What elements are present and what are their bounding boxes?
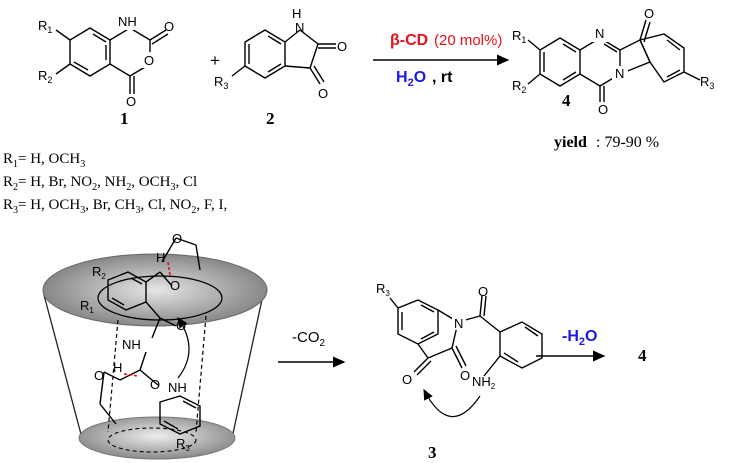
atom-o: O [144, 53, 154, 68]
atom-o: O [94, 368, 104, 383]
atom-o: O [598, 102, 608, 117]
atom-o: O [172, 231, 182, 246]
atom-nh: NH [122, 337, 141, 352]
atom-h: H [113, 360, 122, 375]
atom-o: O [644, 6, 654, 21]
catalyst-loading: (20 mol%) [434, 32, 502, 49]
compound-1-label: 1 [120, 109, 129, 128]
compound-2-label: 2 [266, 109, 275, 128]
atom-r3: R3 [700, 74, 714, 91]
atom-o: O [164, 19, 174, 34]
compound-1-structure: NH O O O R1 R2 [38, 14, 174, 109]
conditions-rt: , rt [432, 69, 453, 86]
catalyst-text: β-CD [390, 32, 428, 49]
intermediate-3-label: 3 [428, 443, 437, 462]
atom-nh: NH [118, 14, 137, 29]
cd-top-rim [42, 253, 268, 327]
yield-value: : 79-90 % [596, 134, 659, 151]
atom-o: O [460, 368, 470, 383]
intermediate-3-structure: R3 N O O O NH2 [376, 281, 543, 418]
cd-bottom-rim [78, 416, 236, 460]
atom-o: O [150, 377, 160, 392]
atom-r1: R1 [512, 28, 526, 45]
atom-o: O [126, 94, 136, 109]
atom-r3: R3 [214, 74, 228, 91]
step2-reagent: -H2O [562, 328, 597, 348]
atom-r3: R3 [376, 281, 390, 298]
atom-nh: NH [168, 380, 187, 395]
r1-definition: R1= H, OCH3 [3, 151, 85, 170]
atom-o: O [402, 372, 412, 387]
atom-n: N [595, 26, 604, 41]
atom-r2: R2 [512, 78, 526, 95]
atom-n: N [454, 316, 463, 331]
yield-label: yield [554, 134, 587, 151]
atom-r2: R2 [38, 68, 52, 85]
plus-sign: + [210, 51, 220, 70]
hbond-bottom [123, 373, 139, 377]
atom-n: N [295, 20, 304, 35]
atom-h: H [292, 6, 301, 21]
r3-definition: R3= H, OCH3, Br, CH3, Cl, NO2, F, I, [3, 197, 227, 216]
attack-arrow [177, 317, 190, 379]
atom-nh2: NH2 [472, 374, 496, 391]
substituent-list: R1= H, OCH3 R2= H, Br, NO2, NH2, OCH3, C… [3, 151, 227, 216]
compound-2-structure: H N O O R3 [214, 6, 347, 101]
cyclization-arrow [423, 388, 481, 418]
final-product-label: 4 [638, 346, 647, 365]
atom-o: O [337, 39, 347, 54]
product-4-structure: N N O O R1 R2 R3 [512, 6, 714, 117]
atom-o: O [170, 278, 180, 293]
reaction-conditions: β-CD (20 mol%) H2O , rt [373, 32, 510, 89]
atom-o: O [478, 284, 488, 299]
cyclodextrin-cavity: R2 R1 O H O O NH O H O NH R3 [42, 231, 268, 460]
solvent-water: H2O [396, 69, 426, 89]
atom-n: N [615, 66, 624, 81]
product-4-label: 4 [562, 91, 571, 110]
hbond-top [167, 261, 171, 276]
r2-definition: R2= H, Br, NO2, NH2, OCH3, Cl [3, 174, 197, 193]
atom-h: H [156, 250, 165, 265]
atom-o: O [318, 86, 328, 101]
step1-reagent: -CO2 [292, 329, 326, 349]
atom-r1: R1 [38, 18, 52, 35]
